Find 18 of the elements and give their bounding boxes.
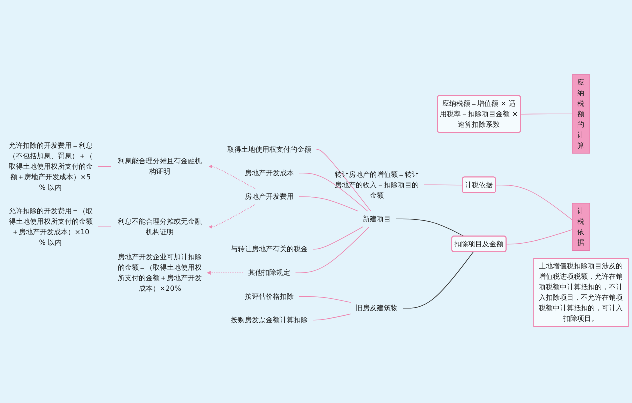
- connector: [496, 184, 573, 221]
- connector: [298, 172, 368, 212]
- connector: [312, 226, 364, 250]
- arrow: [208, 164, 256, 190]
- connector: [506, 230, 573, 245]
- connector: [312, 314, 352, 321]
- connector: [298, 296, 352, 304]
- connector: [298, 196, 358, 212]
- connector: [295, 226, 370, 274]
- connector: [396, 218, 464, 237]
- arrow: [208, 204, 256, 230]
- connector: [98, 166, 112, 168]
- connector: [316, 149, 372, 212]
- connector: [424, 184, 464, 186]
- connector: [403, 252, 474, 309]
- arrow: [207, 271, 244, 275]
- connector: [98, 226, 112, 228]
- connector: [520, 114, 573, 115]
